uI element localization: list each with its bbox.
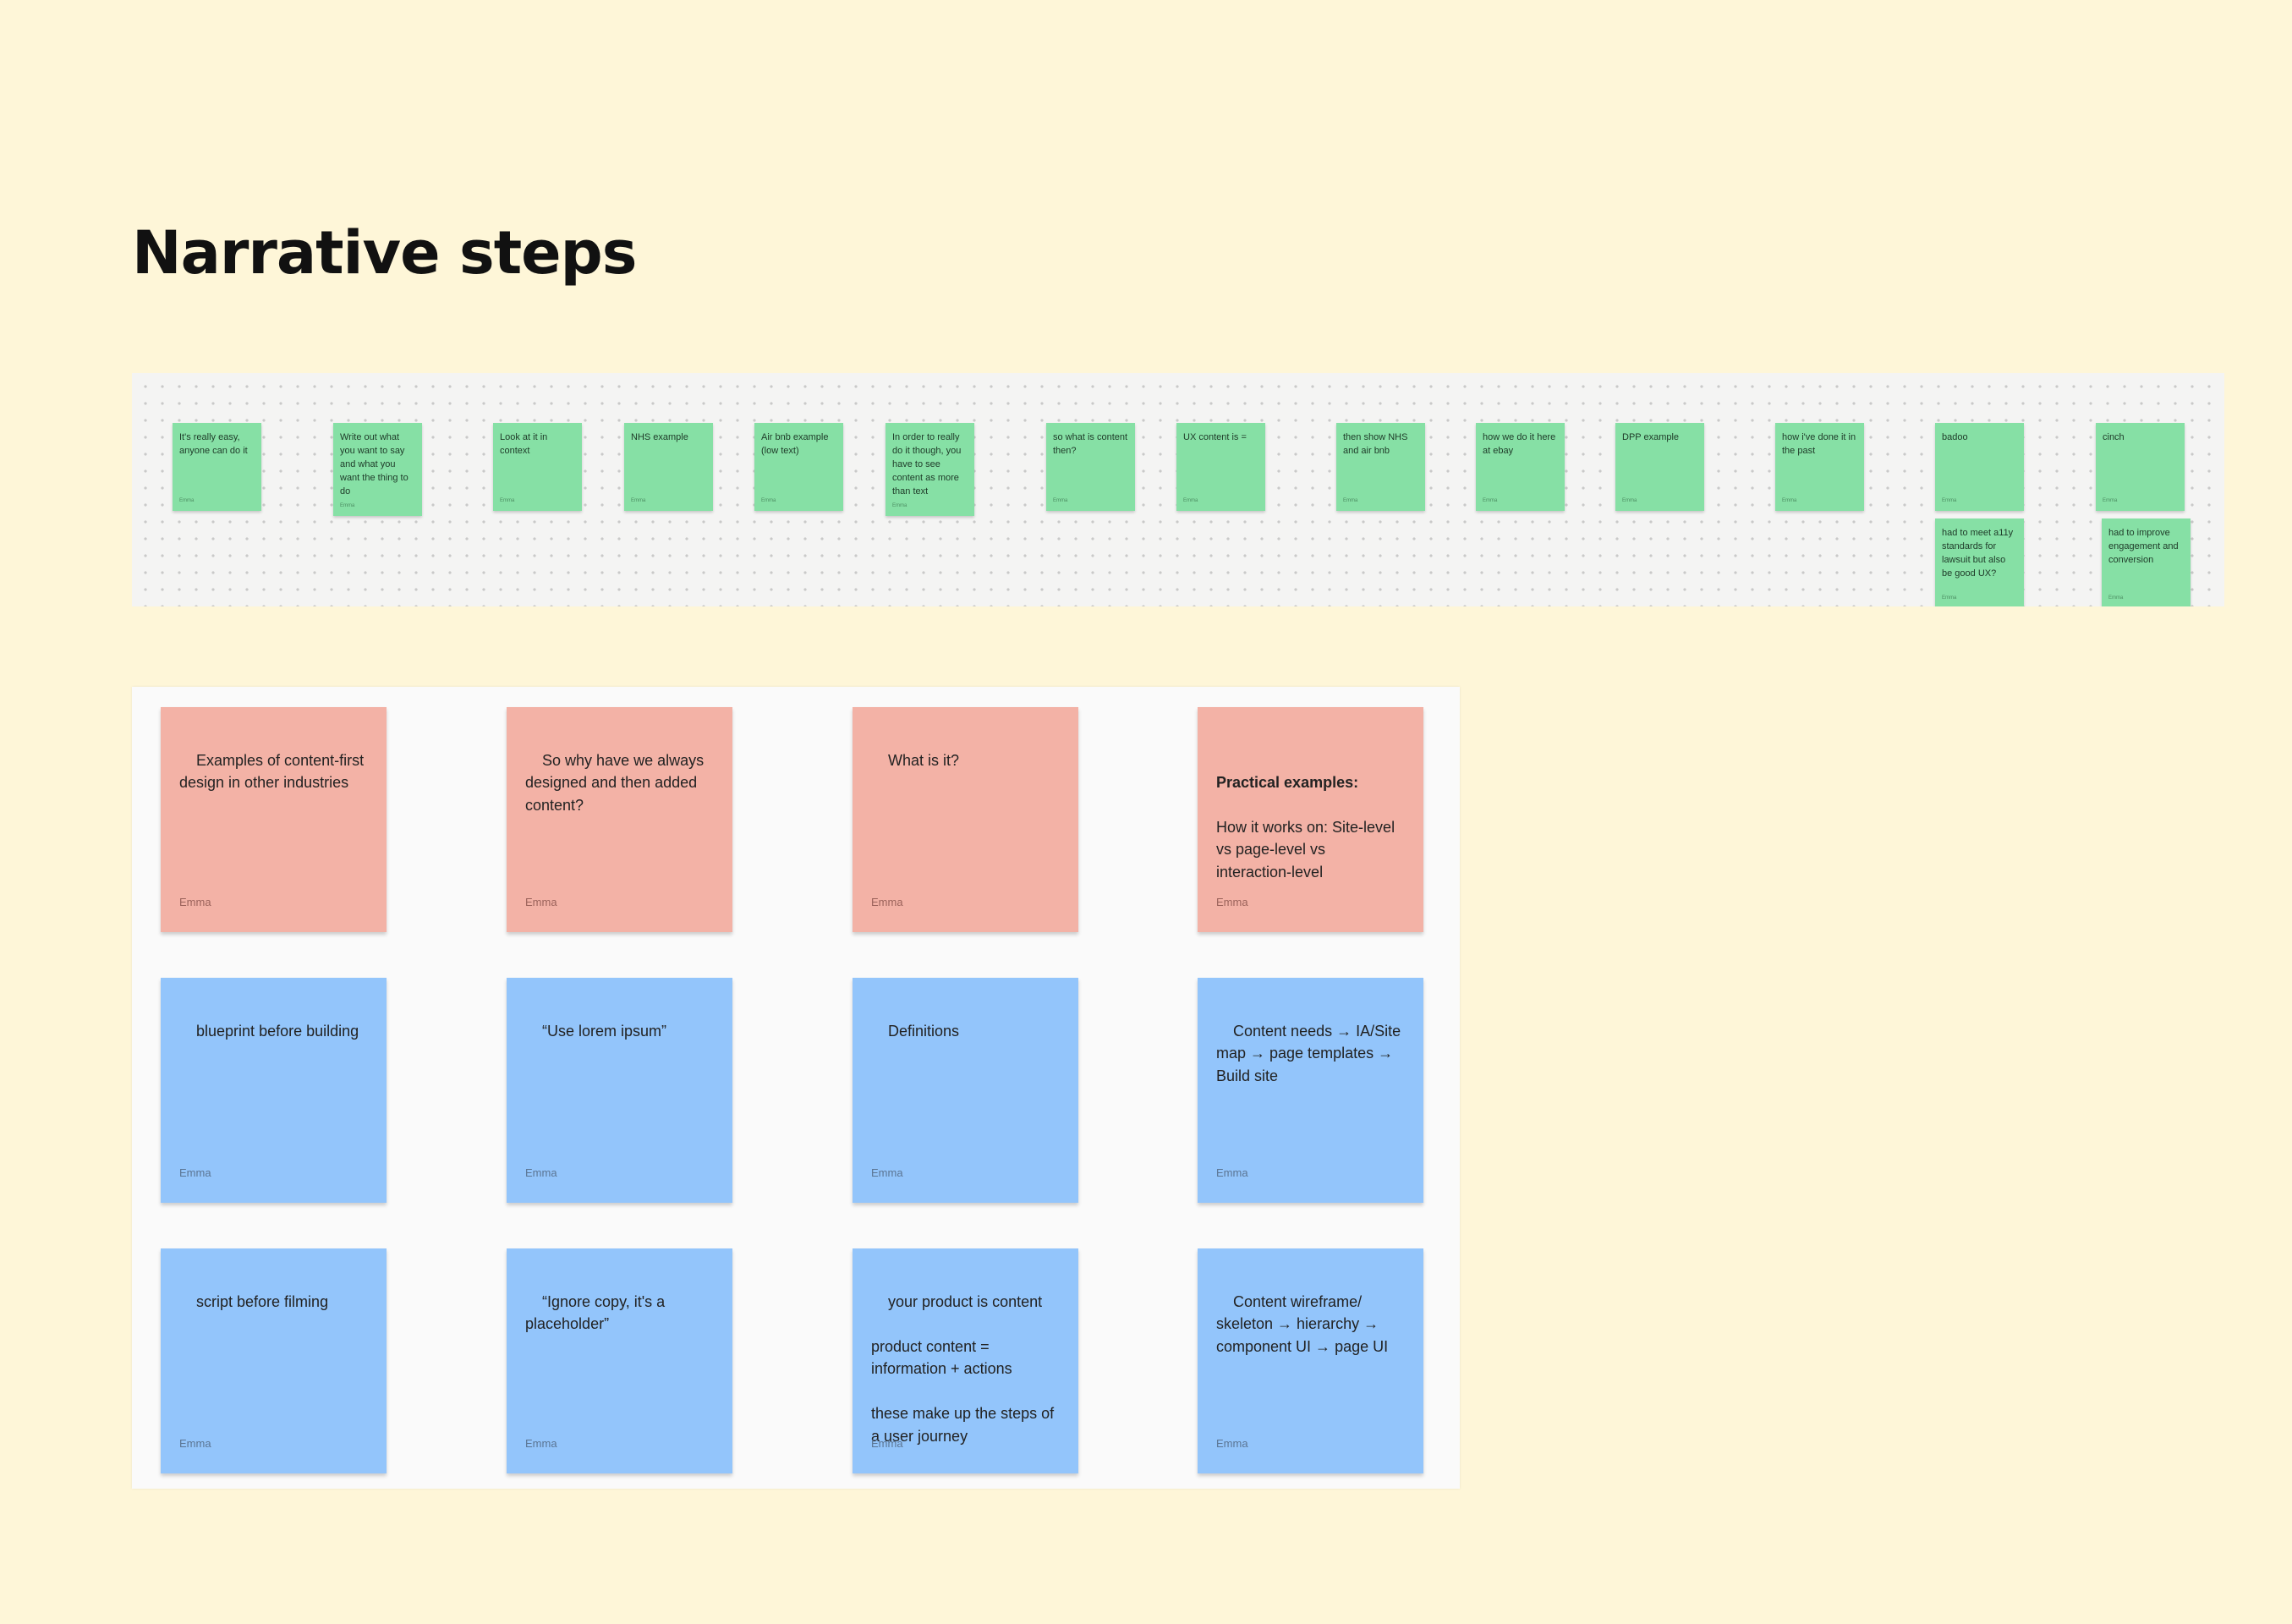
sticky-note-text: so what is content then? — [1053, 432, 1128, 456]
sticky-note[interactable]: Write out what you want to say and what … — [333, 423, 422, 516]
sticky-note[interactable]: Practical examples: How it works on: Site… — [1198, 707, 1423, 932]
sticky-note-text: cinch — [2103, 432, 2125, 442]
sticky-note-text: Air bnb example (low text) — [761, 432, 829, 456]
sticky-note-text: UX content is = — [1183, 432, 1247, 442]
sticky-note-author: Emma — [1622, 498, 1637, 503]
sticky-note-author: Emma — [1216, 1166, 1248, 1179]
sticky-note-text: Content wireframe/ skeleton → hierarchy … — [1216, 1292, 1389, 1355]
sticky-note-text: In order to really do it though, you hav… — [892, 432, 962, 497]
sticky-note[interactable]: What is it? Emma — [853, 707, 1078, 932]
sticky-note-author: Emma — [1942, 498, 1957, 503]
sticky-note[interactable]: NHS example Emma — [624, 423, 713, 511]
sticky-note-text: Examples of content-first design in othe… — [179, 751, 369, 792]
sticky-note[interactable]: your product is content product content … — [853, 1248, 1078, 1473]
sticky-note-author: Emma — [179, 1436, 211, 1450]
sticky-note[interactable]: then show NHS and air bnb Emma — [1336, 423, 1425, 511]
sticky-note[interactable]: UX content is = Emma — [1176, 423, 1265, 511]
sticky-note[interactable]: cinch Emma — [2096, 423, 2185, 511]
sticky-note[interactable]: how i've done it in the past Emma — [1775, 423, 1864, 511]
sticky-note-text: DPP example — [1622, 432, 1680, 442]
sticky-note[interactable]: had to meet a11y standards for lawsuit b… — [1935, 518, 2024, 606]
sticky-note-author: Emma — [500, 498, 515, 503]
sticky-note[interactable]: Look at it in context Emma — [493, 423, 582, 511]
sticky-note[interactable]: Content wireframe/ skeleton → hierarchy … — [1198, 1248, 1423, 1473]
sticky-note-author: Emma — [2103, 498, 2118, 503]
sticky-note[interactable]: badoo Emma — [1935, 423, 2024, 511]
sticky-note-author: Emma — [525, 1166, 557, 1179]
sticky-note[interactable]: “Ignore copy, it's a placeholder” Emma — [507, 1248, 732, 1473]
sticky-note-text: Content needs → IA/Site map → page templ… — [1216, 1022, 1406, 1084]
sticky-note-text: how i've done it in the past — [1782, 432, 1856, 456]
sticky-note-text: Look at it in context — [500, 432, 548, 456]
sticky-note-author: Emma — [871, 895, 903, 908]
sticky-note-author: Emma — [2108, 595, 2124, 601]
sticky-note-text: “Use lorem ipsum” — [542, 1022, 667, 1040]
sticky-note-text: had to meet a11y standards for lawsuit b… — [1942, 528, 2014, 579]
narrative-strip-section[interactable]: It's really easy, anyone can do it Emma … — [132, 373, 2224, 606]
sticky-note-author: Emma — [892, 503, 907, 508]
sticky-note-text: badoo — [1942, 432, 1968, 442]
sticky-note-text: “Ignore copy, it's a placeholder” — [525, 1292, 670, 1333]
sticky-note-author: Emma — [761, 498, 776, 503]
sticky-note[interactable]: Content needs → IA/Site map → page templ… — [1198, 978, 1423, 1203]
sticky-note-author: Emma — [1483, 498, 1498, 503]
sticky-note[interactable]: DPP example Emma — [1615, 423, 1704, 511]
sticky-note[interactable]: So why have we always designed and then … — [507, 707, 732, 932]
sticky-note-text: How it works on: Site-level vs page-leve… — [1216, 818, 1400, 881]
sticky-note-author: Emma — [179, 895, 211, 908]
sticky-note-board[interactable]: Examples of content-first design in othe… — [132, 687, 1460, 1489]
sticky-note-author: Emma — [1942, 595, 1957, 601]
sticky-note[interactable]: “Use lorem ipsum” Emma — [507, 978, 732, 1203]
sticky-note-text: Write out what you want to say and what … — [340, 432, 409, 497]
sticky-note-text: NHS example — [631, 432, 688, 442]
sticky-note[interactable]: had to improve engagement and conversion… — [2102, 518, 2191, 606]
sticky-note-author: Emma — [631, 498, 646, 503]
sticky-note-text: how we do it here at ebay — [1483, 432, 1556, 456]
sticky-note-author: Emma — [871, 1436, 903, 1450]
sticky-note[interactable]: how we do it here at ebay Emma — [1476, 423, 1565, 511]
sticky-note[interactable]: Air bnb example (low text) Emma — [754, 423, 843, 511]
sticky-note-text: So why have we always designed and then … — [525, 751, 709, 814]
sticky-note-heading: Practical examples: — [1216, 774, 1359, 791]
sticky-note-author: Emma — [525, 1436, 557, 1450]
page-title: Narrative steps — [132, 218, 637, 288]
sticky-note-author: Emma — [179, 1166, 211, 1179]
sticky-note[interactable]: Examples of content-first design in othe… — [161, 707, 387, 932]
sticky-note-author: Emma — [1782, 498, 1797, 503]
sticky-note[interactable]: script before filming Emma — [161, 1248, 387, 1473]
sticky-note[interactable]: Definitions Emma — [853, 978, 1078, 1203]
sticky-note[interactable]: It's really easy, anyone can do it Emma — [173, 423, 261, 511]
sticky-note-text: What is it? — [888, 751, 960, 769]
sticky-note-text: It's really easy, anyone can do it — [179, 432, 248, 456]
sticky-note-text: Definitions — [888, 1022, 960, 1040]
sticky-note-author: Emma — [179, 498, 195, 503]
sticky-note-text: your product is content product content … — [871, 1292, 1055, 1445]
sticky-note-author: Emma — [340, 503, 355, 508]
sticky-note[interactable]: blueprint before building Emma — [161, 978, 387, 1203]
sticky-note-author: Emma — [1053, 498, 1068, 503]
sticky-note-author: Emma — [871, 1166, 903, 1179]
sticky-note-text: had to improve engagement and conversion — [2108, 528, 2179, 565]
sticky-note-author: Emma — [1183, 498, 1198, 503]
sticky-note[interactable]: so what is content then? Emma — [1046, 423, 1135, 511]
sticky-note-author: Emma — [525, 895, 557, 908]
sticky-note-text: script before filming — [196, 1292, 329, 1310]
sticky-note[interactable]: In order to really do it though, you hav… — [886, 423, 974, 516]
sticky-note-text: then show NHS and air bnb — [1343, 432, 1408, 456]
sticky-note-author: Emma — [1343, 498, 1358, 503]
sticky-note-author: Emma — [1216, 1436, 1248, 1450]
sticky-note-author: Emma — [1216, 895, 1248, 908]
sticky-note-text: blueprint before building — [196, 1022, 359, 1040]
